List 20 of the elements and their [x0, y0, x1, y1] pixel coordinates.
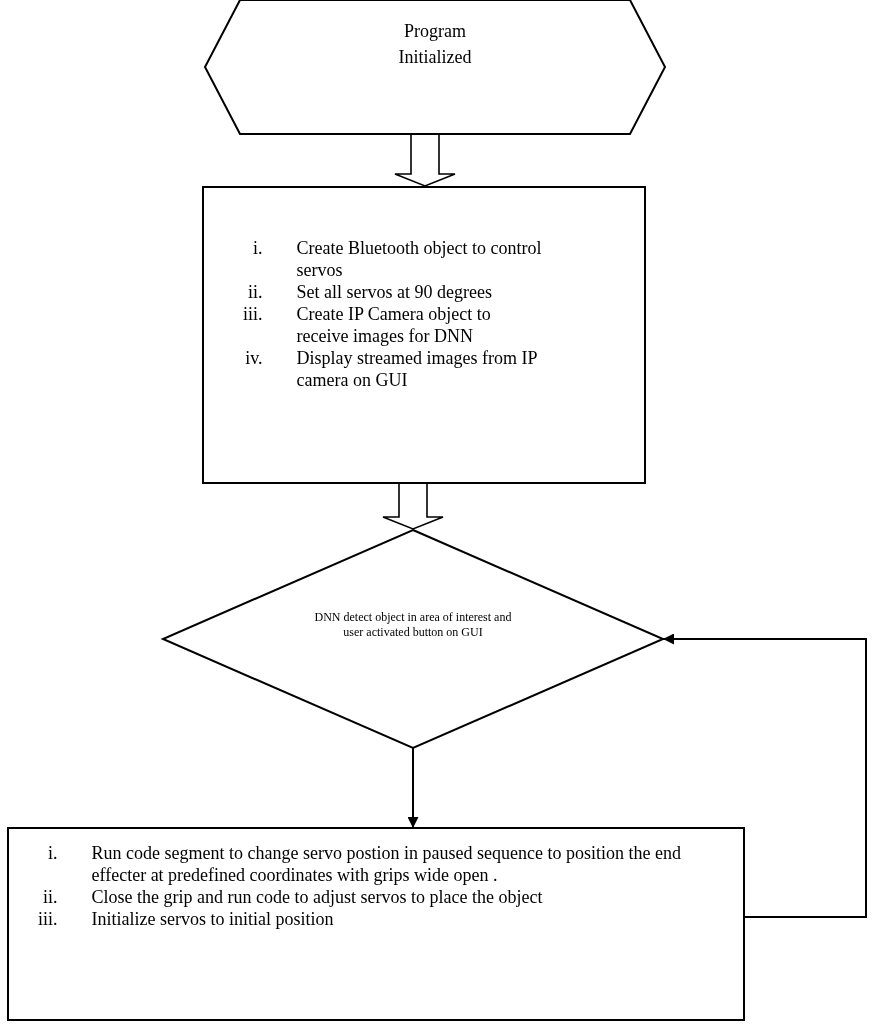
step-text: Create IP Camera object to receive images for DNN — [296, 303, 492, 347]
step-text: Display streamed images from IP camera on GUI — [296, 347, 538, 391]
step-text: Set all servos at 90 degrees — [296, 281, 493, 303]
step-text: Close the grip and run code to adjust servos to place the object — [91, 886, 544, 908]
list-number: iv. — [244, 347, 264, 369]
step-text: Create Bluetooth object to control servos — [296, 237, 543, 281]
list-number: iii. — [38, 908, 59, 930]
list-number: iii. — [243, 303, 264, 325]
list-number: ii. — [42, 886, 59, 908]
list-number: i. — [47, 842, 59, 864]
block-arrow — [394, 134, 456, 187]
list-number: i. — [252, 237, 264, 259]
decision-text: DNN detect object in area of interest and user activated button on GUI — [313, 610, 513, 640]
block-arrow — [382, 483, 444, 530]
loop-arrow — [662, 633, 867, 918]
start-label: Program Initialized — [397, 20, 473, 69]
list-number: ii. — [247, 281, 264, 303]
arrow — [407, 747, 419, 829]
step-text: Initialize servos to initial position — [91, 908, 335, 930]
step-text: Run code segment to change servo postion in paused sequence to position the end effecter at predefined coordinates with grips wide open . — [91, 842, 682, 886]
